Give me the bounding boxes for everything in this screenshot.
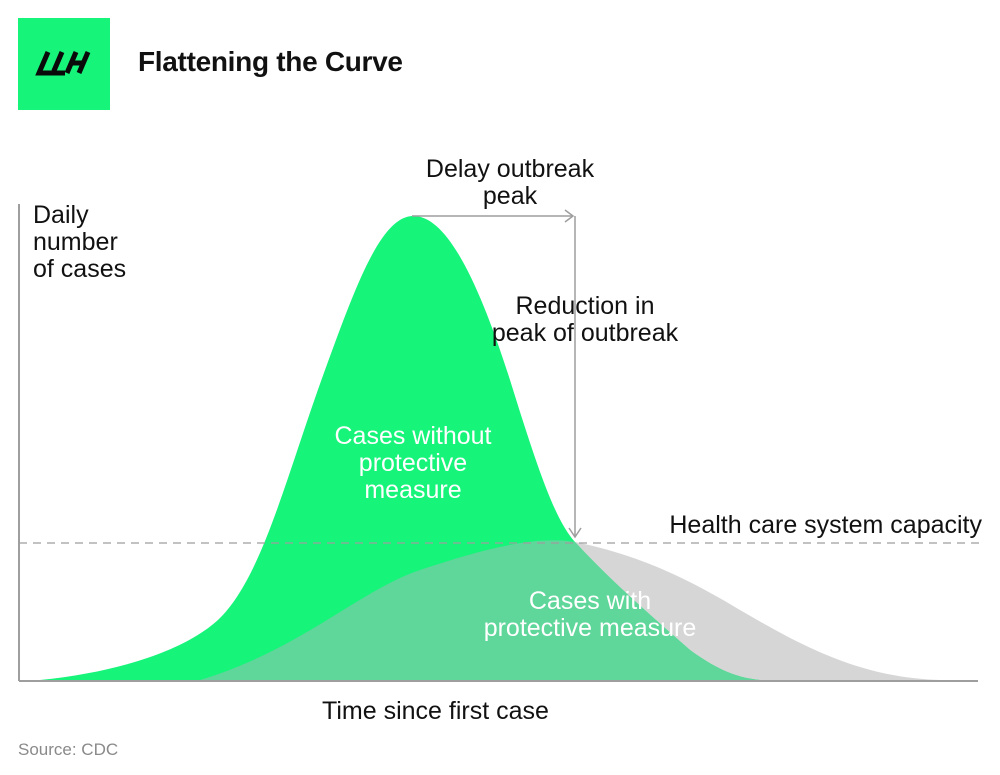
delay-outbreak-label: Delay outbreak peak [425, 155, 595, 210]
y-axis-label: Daily number of cases [33, 201, 127, 283]
reduction-peak-label: Reduction in peak of outbreak [491, 292, 679, 347]
x-axis-label: Time since first case [322, 697, 549, 725]
logo-background [18, 18, 110, 110]
page-title: Flattening the Curve [138, 46, 403, 77]
cases-without-measure-label: Cases without protective measure [334, 422, 492, 504]
reduction-arrow-head [568, 527, 582, 539]
source-note: Source: CDC [18, 740, 119, 759]
logo [18, 18, 110, 110]
logo-mark [18, 18, 110, 110]
capacity-label: Health care system capacity [669, 511, 982, 539]
curve-overlap [200, 540, 760, 680]
delay-arrow-head [564, 209, 575, 223]
logo-lettering [35, 51, 91, 76]
cases-with-measure-label: Cases with protective measure [483, 587, 697, 642]
